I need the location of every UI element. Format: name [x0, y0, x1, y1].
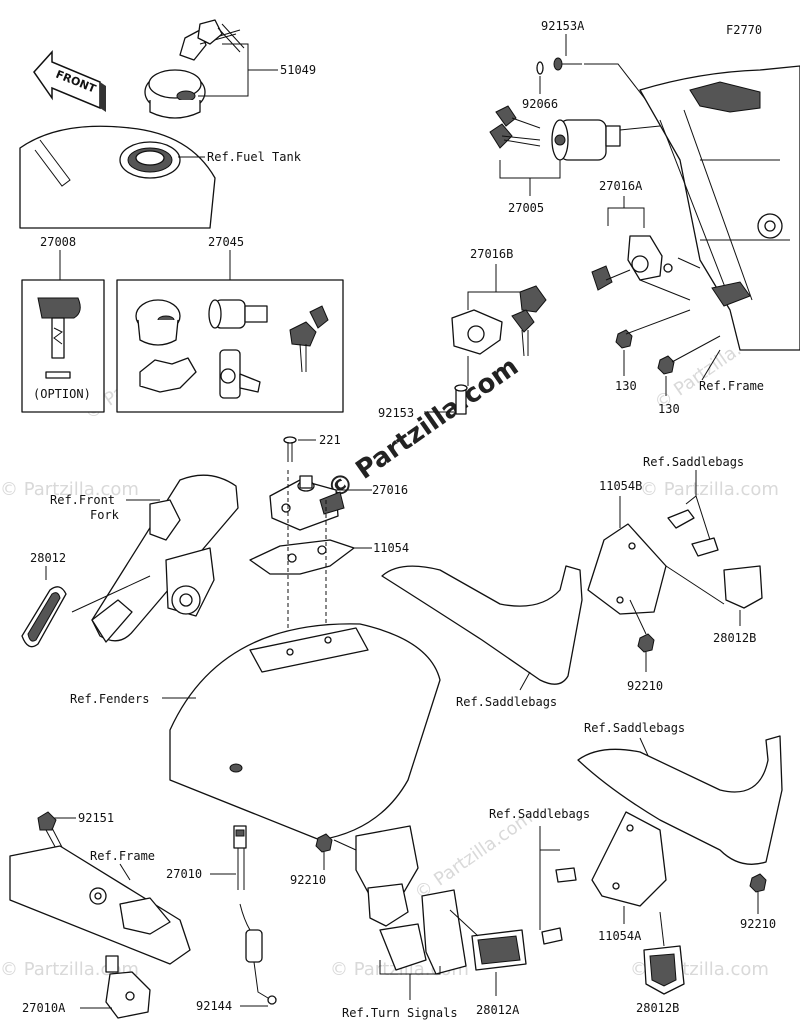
washer-92066 [536, 61, 544, 75]
label-28012B-top: 28012B [713, 631, 756, 645]
bracket-11054B [587, 509, 719, 615]
label-27010: 27010 [166, 867, 202, 881]
lock-27016A [591, 235, 673, 291]
label-221: 221 [319, 433, 341, 447]
switch-27010A [105, 955, 151, 1019]
screw-221 [283, 436, 297, 462]
front-fork [91, 474, 239, 643]
reflector-28012B-top [723, 565, 763, 609]
label-ref-saddlebags-2: Ref.Saddlebags [456, 695, 557, 709]
bracket-11054A [541, 811, 667, 945]
front-arrow-icon: FRONT [33, 50, 106, 112]
screw-92153A [553, 57, 582, 71]
label-11054B: 11054B [599, 479, 642, 493]
label-28012B-bottom: 28012B [636, 1001, 679, 1015]
bolt-130-b [657, 355, 675, 375]
watermark: © Partzilla.com [411, 807, 537, 904]
label-ref-fenders: Ref.Fenders [70, 692, 149, 706]
label-27008: 27008 [40, 235, 76, 249]
label-92144: 92144 [196, 999, 232, 1013]
ignition-switch [489, 105, 621, 161]
label-92153: 92153 [378, 406, 414, 420]
label-27016B: 27016B [470, 247, 513, 261]
label-27005: 27005 [508, 201, 544, 215]
label-option: (OPTION) [33, 387, 91, 401]
watermark: © Partzilla.com [0, 959, 139, 980]
label-27010A: 27010A [22, 1001, 66, 1015]
label-ref-turn-signals: Ref.Turn Signals [342, 1006, 458, 1020]
fuel-cap-keys [144, 19, 245, 119]
nut-92210-top [637, 633, 655, 653]
frame-top [639, 65, 800, 351]
label-27045: 27045 [208, 235, 244, 249]
watermark-center: © Partzilla.com [322, 352, 524, 506]
label-92066: 92066 [522, 97, 558, 111]
reflector-28012 [21, 586, 67, 648]
watermark: © Partzilla.com [0, 479, 139, 500]
saddlebag-stay-lower [577, 735, 783, 865]
label-28012: 28012 [30, 551, 66, 565]
saddlebag-stay-upper [381, 565, 583, 685]
switch-27010 [233, 825, 277, 1005]
label-27016: 27016 [372, 483, 408, 497]
label-ref-frame-bottom: Ref.Frame [90, 849, 155, 863]
label-92151: 92151 [78, 811, 114, 825]
lock-set [135, 299, 329, 399]
figure-code: F2770 [726, 23, 762, 37]
label-ref-front-fork-2: Fork [90, 508, 120, 522]
label-28012A: 28012A [476, 1003, 520, 1017]
fuel-tank [19, 125, 216, 229]
label-ref-saddlebags-3: Ref.Saddlebags [584, 721, 685, 735]
reflector-28012A [471, 929, 527, 971]
option-key [37, 297, 81, 379]
rear-fender [169, 623, 441, 841]
label-130-a: 130 [615, 379, 637, 393]
label-ref-saddlebags-4: Ref.Saddlebags [489, 807, 590, 821]
turn-signal-bracket [355, 825, 467, 975]
nut-92210-mid [315, 833, 333, 853]
label-92210-mid: 92210 [290, 873, 326, 887]
reflector-28012B-bottom [643, 945, 685, 995]
label-92210-top: 92210 [627, 679, 663, 693]
bolt-130-a [615, 329, 633, 349]
label-130-b: 130 [658, 402, 680, 416]
label-11054A: 11054A [598, 929, 642, 943]
frame-bottom [9, 845, 191, 965]
label-92153A: 92153A [541, 19, 585, 33]
label-ref-front-fork-1: Ref.Front [50, 493, 115, 507]
bracket-11054 [249, 539, 355, 575]
label-ref-frame-top: Ref.Frame [699, 379, 764, 393]
label-92210-right: 92210 [740, 917, 776, 931]
label-51049: 51049 [280, 63, 316, 77]
label-ref-saddlebags-1: Ref.Saddlebags [643, 455, 744, 469]
lock-27016B [451, 285, 547, 415]
nut-92210-right [749, 873, 767, 893]
watermark: © Partzilla.com [640, 479, 779, 500]
label-ref-fuel-tank: Ref.Fuel Tank [207, 150, 302, 164]
label-27016A: 27016A [599, 179, 643, 193]
label-11054: 11054 [373, 541, 409, 555]
